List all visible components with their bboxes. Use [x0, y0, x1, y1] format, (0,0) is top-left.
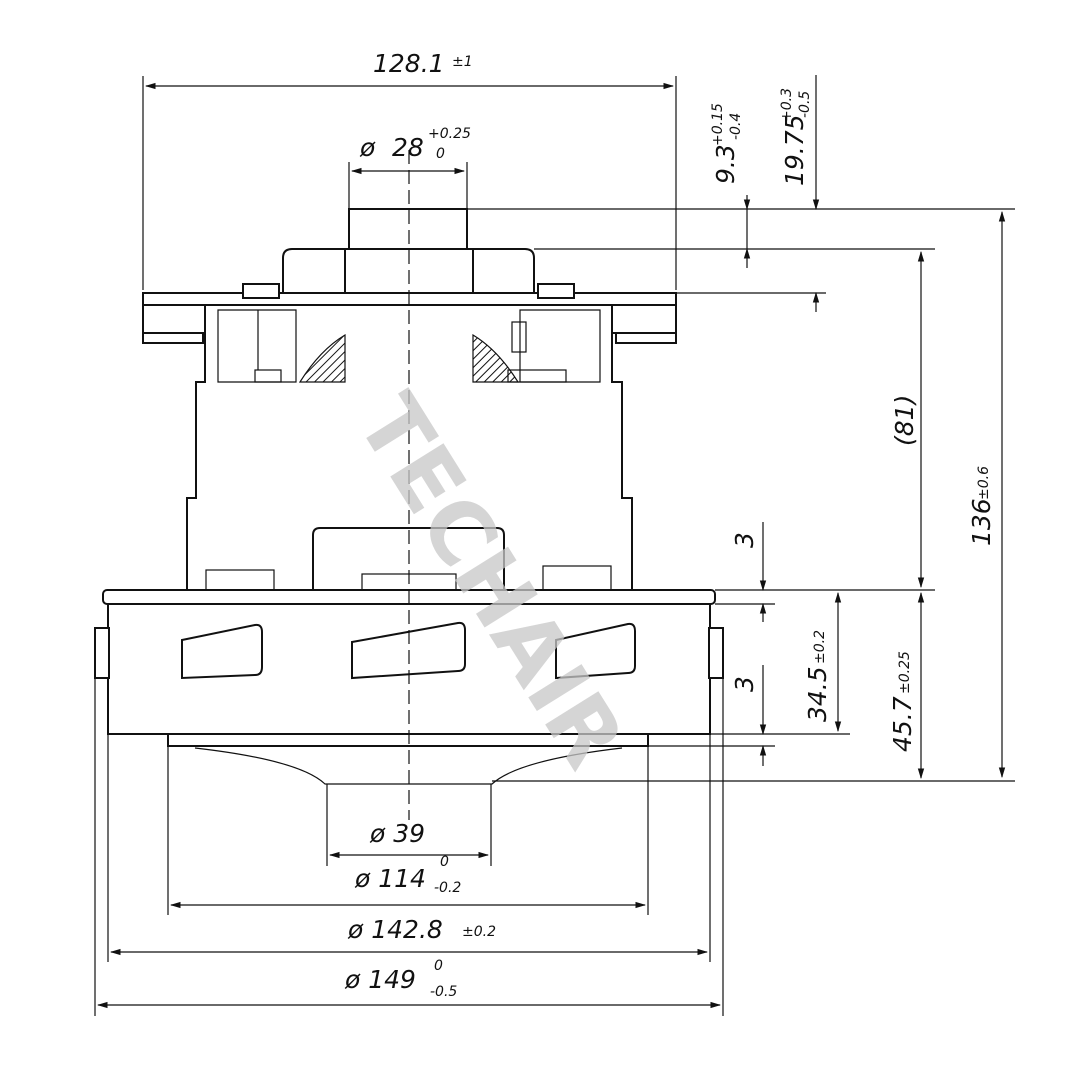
dim-136: 136	[967, 498, 996, 546]
dim-9-3-low: -0.4	[728, 113, 744, 140]
dim-outlet-tol-up: +0.25	[428, 126, 471, 142]
dim-34-5: 34.5	[803, 666, 832, 722]
dim-81-ref: (81)	[890, 395, 919, 446]
motor-outline	[94, 150, 724, 820]
dim-dia-114-low: -0.2	[434, 880, 461, 896]
dim-dia-149: ø 149	[344, 965, 416, 994]
dim-19-75-low: -0.5	[797, 91, 813, 118]
dim-gap-3-bottom: 3	[730, 676, 759, 692]
dim-dia-114: ø 114	[354, 864, 426, 893]
dim-outlet-sym: ø	[359, 133, 376, 162]
dim-136-tol: ±0.6	[976, 466, 992, 500]
dim-dia-142-8: ø 142.8	[347, 915, 443, 944]
dim-dia-39: ø 39	[369, 819, 425, 848]
dim-width-top-tol: ±1	[452, 54, 473, 70]
dim-19-75: 19.75	[780, 114, 809, 186]
dim-9-3-up: +0.15	[710, 103, 726, 146]
dim-dia-149-up: 0	[434, 958, 443, 974]
dim-width-top: 128.1	[373, 49, 445, 78]
dim-19-75-up: +0.3	[779, 88, 795, 122]
dim-45-7-tol: ±0.25	[897, 651, 913, 694]
dim-dia-142-8-tol: ±0.2	[462, 924, 496, 940]
dim-9-3: 9.3	[711, 144, 740, 184]
dim-outlet-tol-low: 0	[436, 146, 445, 162]
dim-34-5-tol: ±0.2	[812, 630, 828, 664]
dim-gap-3-top: 3	[730, 532, 759, 548]
dim-45-7: 45.7	[888, 696, 917, 752]
dimension-lines	[94, 75, 1015, 1016]
dim-outlet: 28	[392, 133, 424, 162]
dim-dia-149-low: -0.5	[430, 984, 457, 1000]
dim-dia-114-up: 0	[440, 854, 449, 870]
